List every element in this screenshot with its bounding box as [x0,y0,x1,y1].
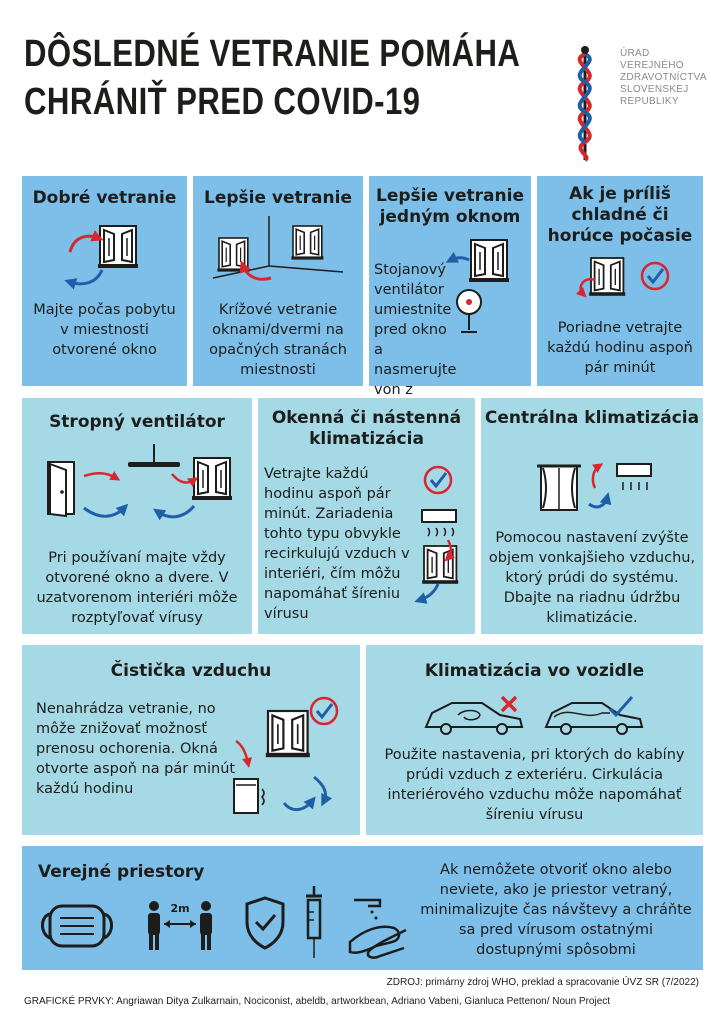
blue-arrow-icon [64,269,104,290]
card-title: Lepšie vetranie [204,188,352,208]
standing-fan-icon [445,239,510,333]
title-line-1: DÔSLEDNÉ VETRANIE POMÁHA [24,33,521,75]
distance-label: 2m [170,902,189,915]
card-better-ventilation: Lepšie vetranie Krížové vetranie oknami/… [193,176,363,386]
card-text: Poriadne vetrajte každú hodinu aspoň pár… [547,320,693,376]
hand-washing-icon [348,898,407,959]
card-window-ac: Okenná či nástenná klimatizácia Vetrajte… [258,398,475,634]
card-title: Dobré vetranie [32,188,177,208]
social-distance-icon: 2m [148,901,212,950]
open-window-icon [64,225,139,290]
open-window-icon [575,257,670,298]
face-mask-icon [41,904,113,948]
card-good-ventilation: Dobré vetranie Majte počas pobytu v mies… [22,176,187,386]
card-text: Vetrajte každú hodinu aspoň pár minút. Z… [264,466,410,622]
cross-icon [500,695,518,713]
syringe-icon [306,886,322,958]
check-icon [608,696,634,718]
source-note: ZDROJ: primárny zdroj WHO, preklad a spr… [386,977,699,988]
card-title: Verejné priestory [38,862,205,882]
card-public-spaces: Verejné priestory 2m [22,846,703,970]
card-text: Stojanový ventilátor umiestnite pred okn… [374,262,457,418]
clock-check-icon [309,696,339,726]
open-door-icon [47,461,75,518]
card-one-window: Lepšie vetranie jedným oknom Stojanový v… [369,176,531,418]
page-title: DÔSLEDNÉ VETRANIE POMÁHA CHRÁNIŤ PRED CO… [24,30,521,126]
card-title: Čistička vzduchu [110,661,272,681]
title-line-2: CHRÁNIŤ PRED COVID-19 [24,81,421,123]
card-title: Ak je príliš chladné či horúce počasie [547,184,693,246]
card-central-ac: Centrálna klimatizácia Pomocou nastavení… [481,398,703,634]
air-purifier-icon [233,696,339,814]
public-health-logo-icon [577,46,592,162]
card-text: Ak nemôžete otvoriť okno alebo neviete, … [420,862,692,958]
car-recirculation-icon [424,695,644,735]
card-text: Krížové vetranie oknami/dvermi na opačný… [209,302,347,378]
ceiling-fan-icon [47,444,233,521]
graphics-credits: GRAFICKÉ PRVKY: Angriawan Ditya Zulkarna… [24,996,611,1007]
red-arrow-icon [68,230,104,253]
protective-measures-icons: 2m [41,886,407,959]
window-curtains-icon [537,463,652,511]
card-text: Pomocou nastavení zvýšte objem vonkajšie… [488,530,696,626]
logo-text: ÚRAD VEREJNÉHO ZDRAVOTNÍCTVA SLOVENSKEJ … [620,48,707,107]
clock-check-icon [423,465,453,495]
card-title: Centrálna klimatizácia [484,408,700,428]
car-fresh-air-icon [544,696,644,735]
card-text: Majte počas pobytu v miestnosti otvorené… [33,302,176,358]
card-vehicle-ac: Klimatizácia vo vozidle Použite nastaven… [366,645,703,835]
card-title: Klimatizácia vo vozidle [424,661,645,681]
wall-ac-icon [616,463,652,490]
card-text: Pri používaní majte vždy otvorené okno a… [36,550,238,626]
card-text: Nenahrádza vetranie, no môže znižovať mo… [36,701,236,797]
wall-ac-icon [414,465,460,604]
card-title: Okenná či nástenná klimatizácia [271,408,462,449]
card-weather: Ak je príliš chladné či horúce počasie P… [537,176,703,386]
card-text: Použite nastavenia, pri ktorých do kabín… [384,747,685,823]
card-title: Lepšie vetranie jedným oknom [376,186,524,227]
card-title: Stropný ventilátor [49,412,225,432]
card-ceiling-fan: Stropný ventilátor Pri používaní majte v… [22,398,252,634]
room-corner-icon [212,216,344,281]
shield-check-icon [245,896,285,950]
clock-check-icon [640,261,670,291]
card-air-purifier: Čistička vzduchu Nenahrádza vetranie, no… [22,645,360,835]
